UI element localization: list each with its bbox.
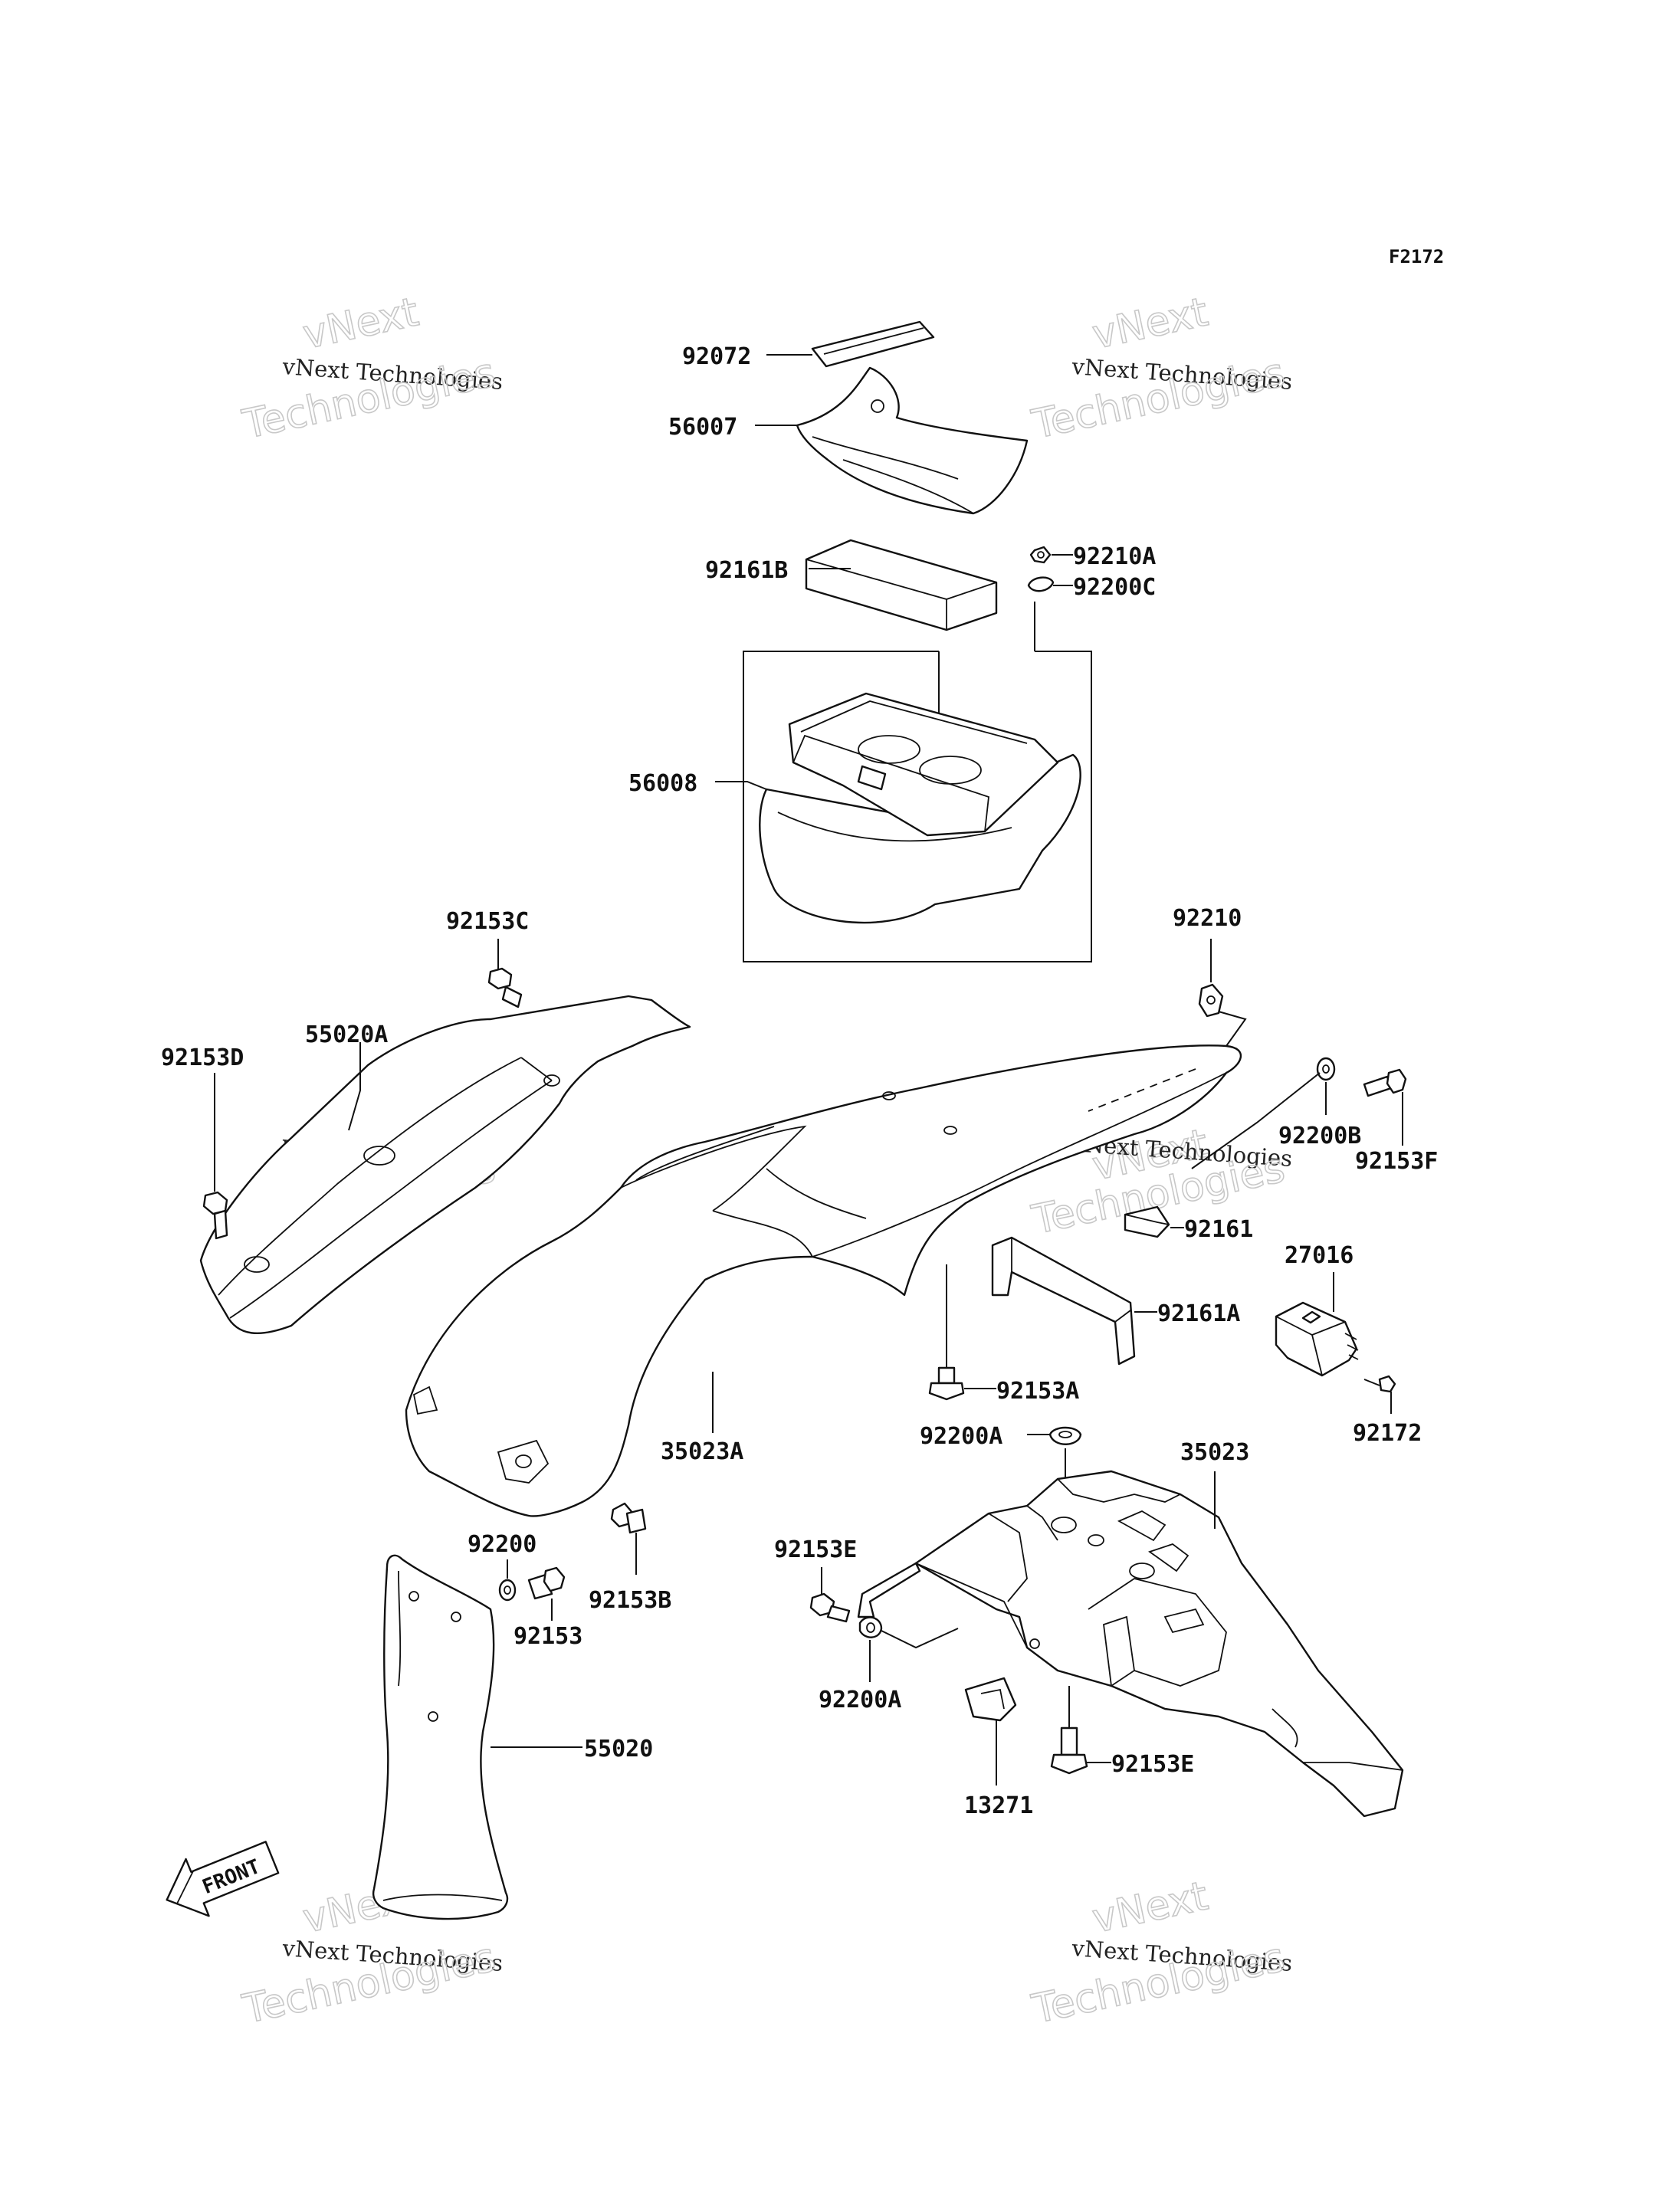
- bolt-92153E-bottom: [1050, 1726, 1088, 1775]
- tool-box-56008: [759, 692, 1081, 924]
- label-92153F[interactable]: 92153F: [1355, 1148, 1438, 1175]
- label-92153E-bottom[interactable]: 92153E: [1111, 1751, 1194, 1778]
- label-92200[interactable]: 92200: [468, 1531, 536, 1558]
- label-92210A[interactable]: 92210A: [1073, 543, 1156, 570]
- label-35023A[interactable]: 35023A: [661, 1438, 743, 1465]
- label-55020A[interactable]: 55020A: [305, 1021, 388, 1048]
- washer-92200A-bottom: [858, 1616, 883, 1638]
- handle-92161A: [991, 1236, 1136, 1366]
- label-92153D[interactable]: 92153D: [161, 1044, 244, 1071]
- label-92200A-bottom[interactable]: 92200A: [819, 1687, 901, 1713]
- strap-92072: [811, 320, 935, 368]
- label-92153[interactable]: 92153: [514, 1623, 582, 1650]
- bolt-92153A: [928, 1366, 965, 1401]
- mudguard-55020: [372, 1554, 509, 1920]
- leader-92200A-dash: [881, 1628, 959, 1649]
- label-92172[interactable]: 92172: [1353, 1420, 1422, 1447]
- label-56007[interactable]: 56007: [668, 414, 737, 441]
- watermark-bottom-right: vNext vNext Technologies Technologies: [1027, 1873, 1293, 2034]
- pad-92161: [1124, 1205, 1170, 1238]
- washer-92200: [498, 1579, 517, 1602]
- clip-13271: [964, 1677, 1017, 1722]
- washer-92200A-top: [1048, 1426, 1082, 1445]
- washer-92200B: [1316, 1057, 1336, 1081]
- bolt-92153: [527, 1566, 566, 1600]
- label-35023[interactable]: 35023: [1180, 1439, 1249, 1466]
- relay-27016: [1275, 1301, 1359, 1377]
- label-92200C[interactable]: 92200C: [1073, 574, 1156, 601]
- bolt-92153F: [1363, 1068, 1407, 1097]
- bolt-92153C: [487, 967, 523, 1008]
- watermark-vnext: vNext: [299, 289, 422, 358]
- watermark-top-right: vNext vNext Technologies Technologies: [1027, 289, 1293, 449]
- fender-35023A: [405, 1044, 1242, 1517]
- label-92153B[interactable]: 92153B: [589, 1587, 671, 1614]
- label-56008[interactable]: 56008: [628, 770, 697, 797]
- label-92200B[interactable]: 92200B: [1278, 1123, 1361, 1149]
- label-55020[interactable]: 55020: [584, 1736, 653, 1763]
- label-92153A[interactable]: 92153A: [996, 1378, 1079, 1405]
- nut-92210A: [1029, 546, 1052, 564]
- watermark-top-left: vNext vNext Technologies Technologies: [238, 289, 504, 449]
- front-arrow-icon: FRONT: [166, 1841, 280, 1917]
- label-92153C[interactable]: 92153C: [446, 908, 529, 935]
- leader-92200B-dash: [1191, 1072, 1321, 1169]
- clip-92210: [1198, 983, 1224, 1018]
- flap-55020A: [199, 995, 691, 1334]
- leader-92210-b: [1218, 1011, 1247, 1047]
- bolt-92153E-left: [809, 1592, 851, 1623]
- bolt-92153B: [610, 1502, 647, 1534]
- label-92161[interactable]: 92161: [1184, 1216, 1253, 1243]
- rear-fender-35023: [914, 1470, 1404, 1818]
- pad-92161B: [805, 539, 998, 631]
- label-92072[interactable]: 92072: [682, 343, 751, 370]
- label-92161B[interactable]: 92161B: [705, 557, 788, 584]
- tool-bag-56007: [796, 366, 1029, 515]
- bolt-92153D: [202, 1191, 228, 1240]
- label-27016[interactable]: 27016: [1285, 1242, 1354, 1269]
- label-92200A-top[interactable]: 92200A: [920, 1423, 1002, 1450]
- label-13271[interactable]: 13271: [964, 1792, 1033, 1819]
- leader-55020A: [348, 1042, 361, 1131]
- figure-id: F2172: [1389, 246, 1444, 267]
- watermark-vnext: vNext: [1088, 289, 1212, 358]
- screw-92172: [1363, 1375, 1396, 1393]
- washer-92200C: [1027, 576, 1055, 592]
- label-92161A[interactable]: 92161A: [1157, 1300, 1240, 1327]
- bracket-left: [857, 1562, 921, 1618]
- label-92210[interactable]: 92210: [1173, 905, 1242, 932]
- label-92153E-left[interactable]: 92153E: [774, 1536, 857, 1563]
- watermark-vnext: vNext: [1088, 1873, 1212, 1942]
- dash-92210: [1088, 1068, 1196, 1112]
- leader-56008: [715, 781, 767, 790]
